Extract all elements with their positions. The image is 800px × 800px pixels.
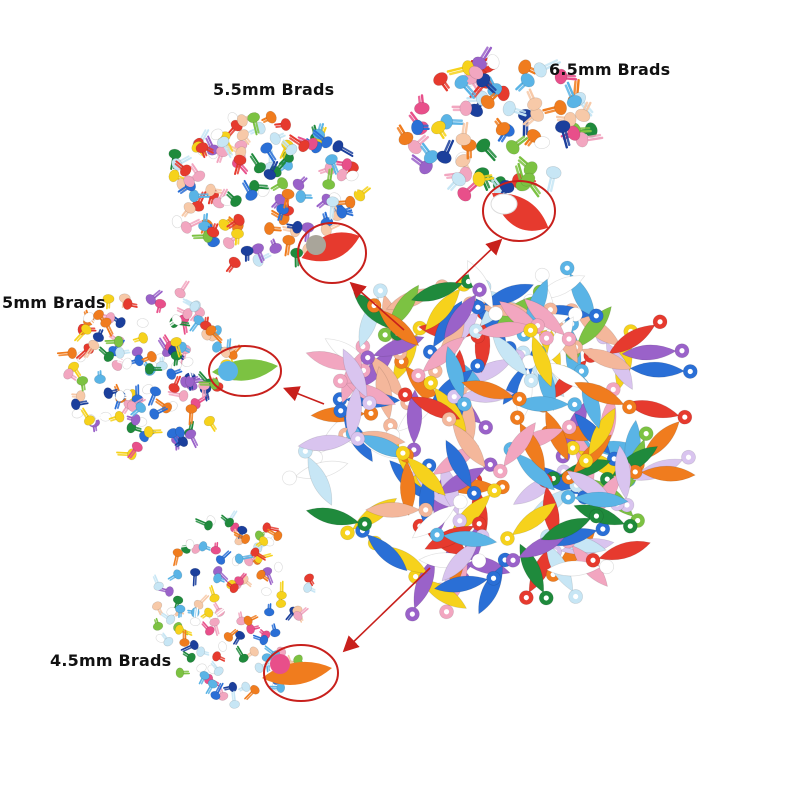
callout-leaf-4-5mm: [262, 654, 332, 686]
label-6-5mm-brads: 6.5mm Brads: [549, 60, 671, 79]
callout-circles: [208, 180, 556, 702]
callout-leaf-5-5mm: [301, 232, 360, 262]
arrow-5mm: [283, 386, 325, 405]
callout-circle-6-5mm: [482, 180, 556, 242]
callout-circle-5mm: [208, 345, 282, 397]
callout-leaf-5mm: [212, 359, 278, 381]
label-4-5mm-brads: 4.5mm Brads: [50, 651, 172, 670]
arrow-5-5mm: [349, 281, 405, 331]
callout-circle-5-5mm: [297, 222, 367, 284]
brads-cluster-6-5mm: [396, 46, 604, 205]
callout-circle-4-5mm: [263, 644, 339, 702]
label-5-5mm-brads: 5.5mm Brads: [213, 80, 335, 99]
arrow-6-5mm: [455, 238, 503, 284]
label-5mm-brads: 5mm Brads: [2, 293, 106, 312]
arrow-4-5mm: [342, 567, 431, 653]
brads-cluster-4-5mm: [152, 510, 316, 709]
callout-arrows: [283, 238, 503, 653]
leaf-charm-pile: [282, 260, 698, 622]
callout-leaf-6-5mm: [490, 193, 549, 231]
